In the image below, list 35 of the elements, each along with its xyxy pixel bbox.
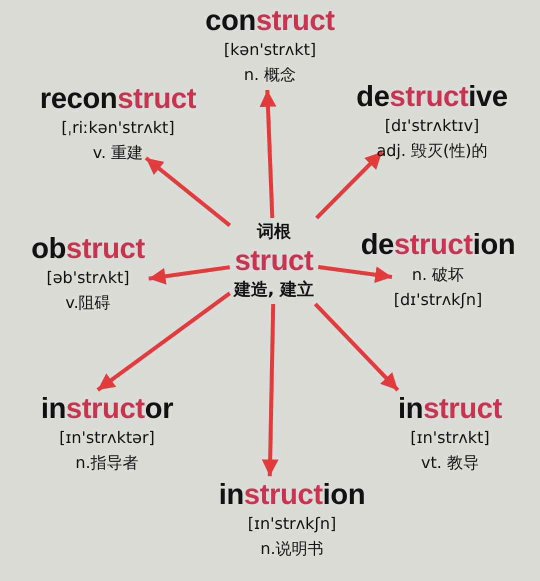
arrow (148, 265, 230, 285)
meaning-text: v. 重建 (92, 142, 144, 164)
meaning-text: n.说明书 (260, 538, 324, 560)
root-label: 词根 (257, 221, 291, 244)
meaning-text: n. 破坏 (412, 264, 464, 286)
meaning-text: 建造, 建立 (234, 279, 314, 302)
arrow (262, 304, 279, 476)
phonetic-text: [ɪn'strʌktər] (59, 427, 155, 449)
meaning-text: n. 概念 (244, 64, 296, 86)
root-word-text: struct (234, 244, 314, 278)
word-text: reconstruct (40, 82, 196, 116)
word-text: obstruct (31, 232, 145, 266)
phonetic-text: [ɪn'strʌkt] (410, 427, 490, 449)
arrow (314, 302, 400, 392)
meaning-text: adj. 毁灭(性)的 (376, 140, 488, 162)
word-text: instructor (40, 392, 174, 426)
word-text: construct (205, 4, 335, 38)
word-text: instruct (398, 392, 502, 426)
meaning-text: v.阻碍 (65, 292, 111, 314)
phonetic-text: [dɪ'strʌktɪv] (384, 115, 480, 137)
meaning-text: n.指导者 (75, 452, 139, 474)
arrow (260, 90, 276, 218)
word-text: instruction (218, 478, 366, 512)
phonetic-text: [ˌriːkən'strʌkt] (61, 117, 175, 139)
word-text: destructive (356, 80, 508, 114)
phonetic-text: [dɪ'strʌkʃn] (394, 289, 482, 311)
phonetic-text: [əb'strʌkt] (46, 267, 130, 289)
phonetic-text: [ɪn'strʌkʃn] (248, 513, 336, 535)
meaning-text: vt. 教导 (421, 452, 479, 474)
phonetic-text: [kən'strʌkt] (224, 39, 316, 61)
arrow (315, 150, 384, 220)
arrow (144, 156, 232, 227)
arrow (96, 292, 231, 392)
word-text: destruction (360, 228, 516, 262)
arrow (318, 265, 392, 284)
